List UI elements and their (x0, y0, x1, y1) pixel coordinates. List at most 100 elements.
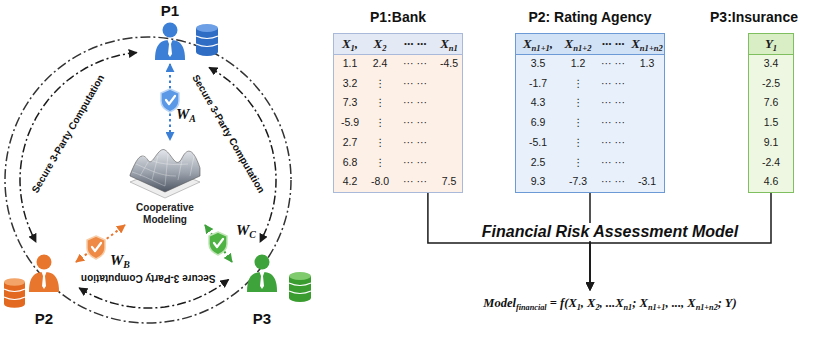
table-cell: ⋮ (560, 74, 596, 94)
table-cell: ⋮ (366, 113, 394, 133)
table-cell: -3.1 (630, 172, 664, 192)
outer-ring (5, 37, 291, 323)
model-title: Financial Risk Assessment Model (479, 223, 741, 241)
data-table: P1:BankX1,X2··· ···Xn11.12.4··· ···-4.53… (333, 6, 463, 193)
table-cell: 1.3 (630, 54, 664, 74)
subscript: 2 (382, 43, 386, 53)
formula-text: Modelfinancial = f(X1, X2, ...Xn1; Xn1+1… (483, 294, 736, 312)
ring-arc (20, 53, 137, 243)
person-head (163, 23, 178, 38)
table-cell: ⋮ (560, 133, 596, 153)
table-cell: 3.5 (516, 54, 560, 74)
person-tie (42, 272, 47, 289)
table-cell: 9.3 (516, 172, 560, 192)
weight-label: WC (236, 222, 256, 238)
subscript: C (249, 229, 256, 240)
subscript: n1+1 (648, 303, 666, 312)
table-cell: 4.3 (516, 93, 560, 113)
table-cell: ··· ··· (596, 93, 630, 113)
table-frame: Xn1+1,Xn1+2··· ···Xn1+n23.51.2··· ···1.3… (515, 33, 665, 193)
table-cell: -8.0 (366, 172, 394, 192)
database-bands (289, 283, 311, 294)
shield-icon (87, 236, 105, 259)
weight-label: WB (110, 252, 130, 268)
table-cell: ⋮ (560, 113, 596, 133)
person-tie (168, 40, 173, 57)
table-cell: ⋮ (366, 133, 394, 153)
party-node: P1 (140, 2, 235, 64)
data-table: P3:InsuranceY13.4-2.57.61.59.1-2.44.6 (706, 6, 802, 193)
person-body (247, 272, 277, 292)
column-header: ··· ··· (394, 34, 436, 54)
shield-shape (87, 236, 105, 259)
subscript: n1+n2 (640, 43, 663, 53)
column-header: X1, (334, 34, 366, 54)
subscript: 1 (773, 43, 777, 53)
party-label: P2 (14, 310, 74, 328)
subscript: n1+2 (573, 43, 591, 53)
database-top (4, 278, 25, 286)
database-icon (196, 24, 218, 56)
column-header: Xn1 (436, 34, 462, 54)
table-cell: 6.8 (334, 153, 366, 173)
table-cell: -5.9 (334, 113, 366, 133)
table-cell: ··· ··· (596, 54, 630, 74)
data-table: P2: Rating AgencyXn1+1,Xn1+2··· ···Xn1+n… (515, 6, 665, 193)
model-node: Cooperative Modeling (125, 140, 205, 240)
table-cell: -5.1 (516, 133, 560, 153)
table-cell: ⋮ (560, 153, 596, 173)
check-mark (214, 239, 223, 247)
party-node: P2 (2, 246, 76, 330)
subscript: A (189, 113, 196, 124)
subscript: B (123, 259, 130, 270)
party-node: P3 (232, 246, 318, 330)
table-cell: 3.4 (749, 54, 793, 74)
arc-label: Secure 3-Party Computation (81, 272, 215, 284)
table-cell: 3.2 (334, 74, 366, 94)
table-cell: ··· ··· (394, 153, 436, 173)
table-heading: P2: Rating Agency (515, 7, 665, 27)
table-cell: -2.4 (749, 153, 793, 173)
surface-plot (130, 150, 200, 198)
table-cell: ⋮ (560, 93, 596, 113)
dotted-link (205, 225, 232, 262)
shield-shape (209, 232, 227, 255)
table-cell: 6.9 (516, 113, 560, 133)
database-bottom (4, 300, 25, 308)
database-top (196, 24, 218, 32)
table-cell: -7.3 (560, 172, 596, 192)
column-header: Xn1+1, (516, 34, 560, 54)
table-cell: ⋮ (366, 74, 394, 94)
table-cell: ··· ··· (596, 74, 630, 94)
table-cell: ··· ··· (596, 133, 630, 153)
model-label: Cooperative Modeling (125, 202, 205, 226)
plot-surface (130, 150, 200, 192)
table-cell: -4.5 (436, 54, 462, 74)
table-cell: ··· ··· (394, 133, 436, 153)
formula-box: Modelfinancial = f(X1, X2, ...Xn1; Xn1+1… (435, 290, 785, 318)
database-bottom (196, 48, 218, 56)
table-heading: P3:Insurance (706, 7, 802, 27)
database-icon (289, 272, 311, 302)
table-cell: 7.3 (334, 93, 366, 113)
subscript: 2 (595, 303, 599, 312)
table-cell: ⋮ (366, 93, 394, 113)
column-header: Xn1+n2 (630, 34, 664, 54)
check-mark (92, 243, 101, 251)
table-cell: ··· ··· (596, 172, 630, 192)
party-label: P3 (232, 310, 292, 328)
table-cell: ⋮ (366, 153, 394, 173)
column-header: X2 (366, 34, 394, 54)
arc-label: Secure 3-Party Computation (29, 73, 107, 195)
subscript: n1+1 (532, 43, 550, 53)
person-head (255, 255, 270, 270)
table-cell: ··· ··· (394, 172, 436, 192)
table-cell: 7.5 (436, 172, 462, 192)
table-cell: 2.4 (366, 54, 394, 74)
party-label: P1 (140, 2, 200, 20)
table-cell: ··· ··· (394, 54, 436, 74)
table-cell: 1.5 (749, 113, 793, 133)
arc-label: Secure 3-Party Computation (189, 73, 267, 195)
subscript: n1 (624, 303, 633, 312)
